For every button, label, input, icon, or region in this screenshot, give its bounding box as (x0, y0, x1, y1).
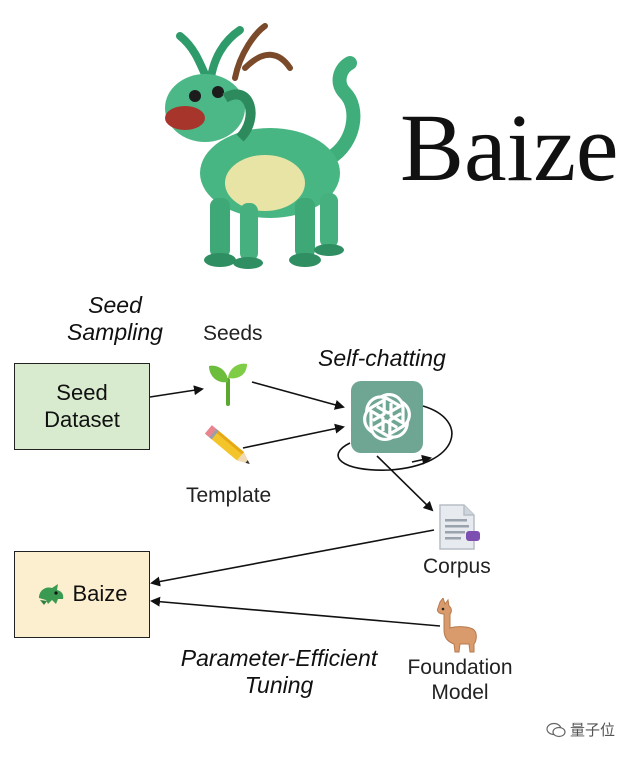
arrow-dataset-to-seeds (149, 385, 204, 398)
chatgpt-logo-icon (363, 393, 411, 441)
document-icon (439, 504, 480, 550)
page-title: Baize (400, 94, 619, 201)
watermark-text: 量子位 (570, 722, 616, 739)
seed-sampling-label: Seed Sampling (60, 292, 170, 346)
dragon-icon (39, 583, 64, 605)
pencil-icon (205, 425, 250, 465)
self-chat-loop (337, 405, 453, 471)
peft-line1: Parameter-Efficient (180, 645, 378, 671)
baize-mascot-icon (165, 23, 361, 269)
arrow-foundation-to-baize (150, 596, 441, 627)
arrow-template-to-chat (242, 423, 345, 449)
seed-dataset-box: Seed Dataset (14, 363, 150, 450)
chatgpt-tile (351, 381, 423, 453)
seed-sampling-line1: Seed (88, 292, 142, 318)
watermark: 量子位 (546, 719, 615, 740)
llama-icon (437, 598, 477, 653)
foundation-model-label: Foundation Model (400, 655, 520, 705)
template-label: Template (186, 484, 272, 507)
seed-dataset-line1: Seed (56, 380, 108, 406)
arrow-corpus-to-baize (150, 529, 435, 587)
arrow-loop-head (411, 454, 432, 465)
peft-label: Parameter-Efficient Tuning (166, 645, 392, 699)
foundation-line1: Foundation (407, 656, 513, 679)
seedling-icon (209, 363, 247, 406)
arrow-chat-to-corpus (376, 455, 434, 512)
arrow-seeds-to-chat (251, 381, 345, 410)
foundation-line2: Model (431, 681, 489, 705)
seeds-label: Seeds (203, 322, 263, 345)
baize-box-label: Baize (72, 581, 128, 607)
self-chatting-label: Self-chatting (318, 345, 446, 371)
wechat-icon (546, 722, 566, 737)
peft-line2: Tuning (244, 672, 314, 698)
seed-sampling-line2: Sampling (67, 319, 163, 345)
corpus-label: Corpus (423, 555, 491, 578)
baize-box: Baize (14, 551, 150, 638)
seed-dataset-line2: Dataset (44, 406, 120, 432)
